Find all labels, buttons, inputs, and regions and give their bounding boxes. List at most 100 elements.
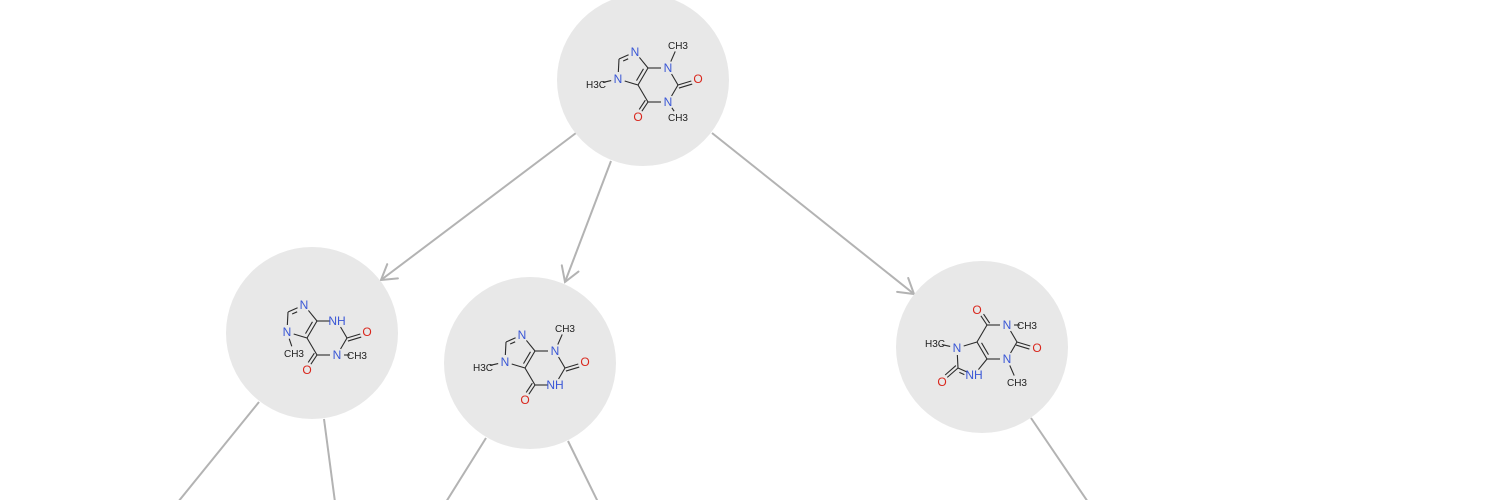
arrow-head bbox=[379, 263, 399, 282]
edge-right-to-offscreen bbox=[1030, 417, 1088, 500]
edge-middle-to-offscreen bbox=[446, 437, 487, 500]
substituent-bond bbox=[557, 334, 563, 345]
atom-label-n7: N bbox=[953, 341, 962, 355]
edge-line bbox=[446, 437, 487, 500]
double-bond bbox=[307, 352, 315, 363]
node-circle bbox=[557, 0, 729, 166]
bond bbox=[1010, 330, 1018, 343]
bond bbox=[671, 84, 679, 97]
double-bond bbox=[678, 83, 693, 89]
atom-label-n3: N bbox=[1003, 352, 1012, 366]
atom-label-m7: H3C bbox=[473, 363, 493, 374]
bond bbox=[671, 73, 679, 86]
substituent-bond bbox=[980, 315, 988, 326]
double-bond bbox=[1015, 344, 1030, 350]
substituent-bond bbox=[641, 101, 649, 112]
edge-line bbox=[711, 132, 915, 295]
double-bond bbox=[636, 68, 644, 81]
double-bond bbox=[347, 336, 362, 342]
atom-label-n3: N bbox=[551, 344, 560, 358]
bond bbox=[963, 341, 978, 347]
atom-label-n1: N bbox=[1003, 318, 1012, 332]
atom-label-m7: H3C bbox=[586, 80, 606, 91]
bond bbox=[956, 354, 959, 369]
substituent-bond bbox=[346, 333, 361, 339]
bond bbox=[293, 333, 308, 339]
double-bond bbox=[622, 58, 629, 62]
node-circle bbox=[444, 277, 616, 449]
bond bbox=[524, 367, 536, 386]
bond bbox=[340, 337, 348, 350]
substituent-bond bbox=[528, 384, 536, 395]
edge-left-to-offscreen bbox=[323, 418, 336, 500]
atom-label-o2: O bbox=[580, 355, 589, 369]
atom-label-o2: O bbox=[362, 325, 371, 339]
substituent-bond bbox=[288, 338, 293, 347]
atom-label-m1: CH3 bbox=[347, 351, 367, 362]
bond bbox=[524, 350, 536, 369]
atom-label-m7: CH3 bbox=[284, 349, 304, 360]
edge-line bbox=[564, 160, 612, 283]
substituent-bond bbox=[941, 344, 951, 347]
edges-layer bbox=[178, 132, 1088, 500]
double-bond bbox=[291, 311, 298, 315]
edge-left-to-offscreen bbox=[178, 401, 260, 500]
substituent-bond bbox=[1016, 341, 1031, 347]
atom-label-n3: N bbox=[664, 61, 673, 75]
bond bbox=[504, 341, 507, 356]
substituent-bond bbox=[677, 80, 692, 86]
double-bond bbox=[944, 365, 957, 376]
atom-label-n9: N bbox=[631, 45, 640, 59]
atom-label-o2: O bbox=[1032, 341, 1041, 355]
bond bbox=[624, 80, 639, 86]
bond bbox=[638, 57, 649, 69]
bond bbox=[957, 367, 968, 373]
double-bond bbox=[525, 382, 533, 393]
substituent-bond bbox=[670, 51, 676, 62]
atom-label-o6: O bbox=[972, 303, 981, 317]
bond bbox=[1010, 341, 1018, 354]
edge-root-to-middle bbox=[560, 160, 612, 284]
bond bbox=[558, 367, 566, 380]
substituent-bond bbox=[946, 367, 959, 378]
bond bbox=[558, 356, 566, 369]
edge-line bbox=[380, 132, 577, 281]
atom-label-m3: CH3 bbox=[555, 324, 575, 335]
bond bbox=[976, 341, 988, 360]
atom-label-n7: N bbox=[614, 72, 623, 86]
atom-label-o6: O bbox=[520, 393, 529, 407]
bond bbox=[306, 337, 318, 356]
atom-label-m1: CH3 bbox=[668, 113, 688, 124]
double-bond bbox=[523, 351, 531, 364]
atom-label-m1: CH3 bbox=[1017, 321, 1037, 332]
arrow-head bbox=[896, 277, 916, 296]
edge-line bbox=[1030, 417, 1088, 500]
atom-label-n9: NH bbox=[965, 368, 982, 382]
atom-label-o2: O bbox=[693, 72, 702, 86]
substituent-bond bbox=[1009, 365, 1015, 376]
bond bbox=[976, 324, 988, 343]
bond bbox=[306, 320, 318, 339]
substituent-bond bbox=[310, 354, 318, 365]
edge-middle-to-offscreen bbox=[567, 440, 599, 500]
bond bbox=[617, 58, 620, 73]
substituent-bond bbox=[671, 107, 675, 112]
bond bbox=[307, 310, 318, 322]
node-circle bbox=[896, 261, 1068, 433]
atom-label-n7: N bbox=[283, 325, 292, 339]
substituent-bond bbox=[602, 80, 612, 83]
atom-label-n9: N bbox=[518, 328, 527, 342]
double-bond bbox=[305, 321, 313, 334]
double-bond bbox=[509, 341, 516, 345]
double-bond bbox=[638, 99, 646, 110]
substituent-bond bbox=[564, 363, 579, 369]
nodes-layer: NNNNOOCH3CH3H3CNNNNHOOCH3CH3NNNHNOOCH3H3… bbox=[226, 0, 1068, 449]
atom-label-o6: O bbox=[302, 363, 311, 377]
bond bbox=[637, 67, 649, 86]
atom-label-m7: H3C bbox=[925, 339, 945, 350]
